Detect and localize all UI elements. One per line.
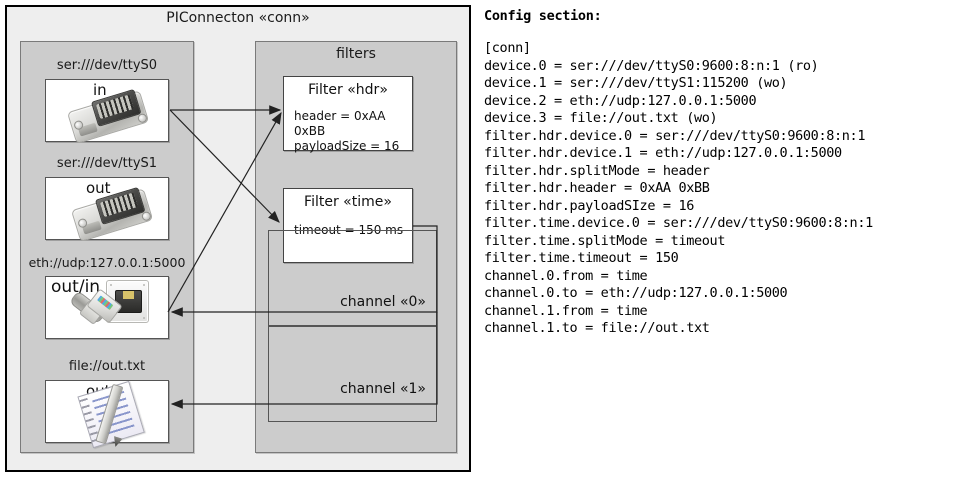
device-label-3: file://out.txt <box>68 359 146 374</box>
filter-prop-hdr-1: payloadSize = 16 <box>294 139 400 153</box>
device-direction-2: out/in <box>51 277 101 297</box>
device-box-2[interactable]: out/in <box>45 276 169 339</box>
channel-label-1: channel «1» <box>340 381 426 397</box>
filter-box-time[interactable]: Filter «time» timeout = 150 ms <box>283 188 413 263</box>
component-title: PIConnecton «conn» <box>166 10 310 26</box>
arrow-eth-to-hdr <box>167 111 282 313</box>
device-box-3[interactable]: out <box>45 380 169 449</box>
config-text: [conn] device.0 = ser:///dev/ttyS0:9600:… <box>484 40 873 336</box>
device-label-1: ser:///dev/ttyS1 <box>56 156 158 171</box>
filter-box-hdr[interactable]: Filter «hdr» header = 0xAA 0xBB payloadS… <box>283 76 413 153</box>
device-direction-1: out <box>86 179 111 197</box>
arrow-ttyS0-to-time <box>169 109 280 223</box>
config-heading: Config section: <box>484 8 602 24</box>
filters-panel-title: filters <box>336 46 376 62</box>
filter-title-hdr: Filter «hdr» <box>308 82 388 98</box>
connector-overlay <box>167 105 438 409</box>
device-label-2: eth://udp:127.0.0.1:5000 <box>28 255 186 270</box>
channel-label-0: channel «0» <box>340 294 426 310</box>
device-box-0[interactable]: in <box>45 79 169 145</box>
filter-title-time: Filter «time» <box>304 194 392 210</box>
device-box-1[interactable]: out <box>45 177 169 243</box>
filter-prop-hdr-0: header = 0xAA 0xBB <box>294 109 386 138</box>
arrow-channel1-to-file <box>170 312 438 409</box>
device-label-0: ser:///dev/ttyS0 <box>56 58 158 73</box>
config-column: Config section: [conn] device.0 = ser://… <box>484 8 962 338</box>
arrow-channel0-to-eth <box>170 225 438 317</box>
device-direction-0: in <box>93 81 107 99</box>
